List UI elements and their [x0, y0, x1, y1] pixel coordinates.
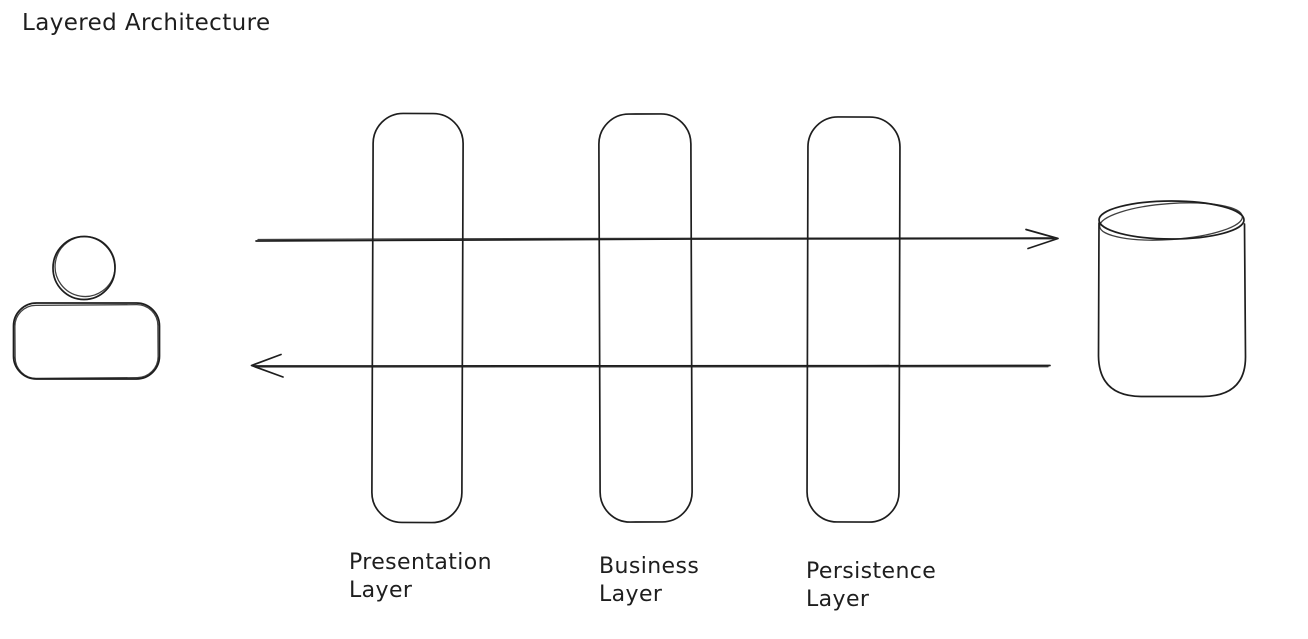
request-arrow[interactable] — [255, 228, 1059, 250]
diagram-title[interactable]: Layered Architecture — [22, 10, 271, 36]
response-arrowhead — [250, 353, 284, 378]
database-body-shape — [1097, 222, 1247, 398]
request-arrow-sketch-stroke — [257, 237, 1053, 241]
business-layer-box[interactable] — [598, 113, 693, 523]
business-layer-rect — [598, 113, 693, 523]
request-arrowhead — [1025, 228, 1059, 250]
database-top-sketch-stroke — [1099, 202, 1244, 241]
persistence-layer-rect — [806, 116, 901, 523]
presentation-layer-box[interactable] — [371, 112, 464, 524]
database-top-ellipse — [1098, 200, 1245, 240]
business-layer-label[interactable]: Business Layer — [599, 554, 700, 607]
persistence-layer-box[interactable] — [806, 116, 901, 523]
user-head-sketch-stroke — [54, 235, 116, 298]
response-arrow[interactable] — [250, 353, 1051, 378]
persistence-layer-label[interactable]: Persistence Layer — [806, 559, 937, 612]
response-arrow-shaft — [253, 364, 1051, 367]
user-body-shape — [12, 302, 161, 380]
presentation-layer-label[interactable]: Presentation Layer — [349, 550, 492, 603]
user-body-sketch-stroke — [14, 303, 159, 379]
database-icon[interactable] — [1097, 199, 1247, 398]
user-icon[interactable] — [12, 232, 161, 380]
presentation-layer-rect — [371, 112, 464, 524]
user-head-shape — [52, 235, 116, 301]
